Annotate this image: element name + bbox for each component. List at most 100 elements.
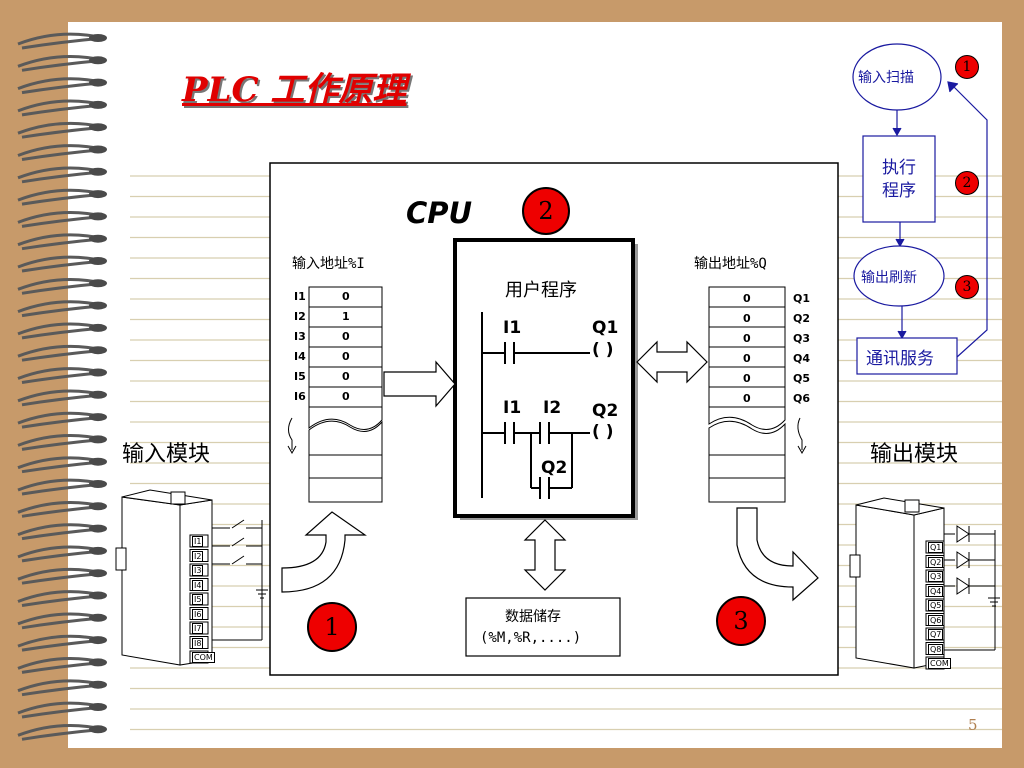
data-storage-title: 数据储存	[505, 609, 561, 625]
input-row-name: I3	[294, 330, 306, 343]
spiral-hole	[89, 390, 107, 399]
module-terminal-label: Q3	[928, 571, 944, 582]
module-terminal-label: I1	[192, 536, 204, 547]
output-row-value: 0	[743, 292, 751, 305]
spiral-hole	[89, 680, 107, 689]
output-row-name: Q2	[793, 312, 811, 325]
output-table-torn-edge	[708, 406, 786, 430]
output-row-name: Q6	[793, 392, 811, 405]
spiral-hole	[89, 257, 107, 265]
module-terminal-label: I7	[192, 623, 204, 634]
module-terminal-label: Q8	[928, 643, 944, 655]
module-terminal-label: Q6	[928, 614, 944, 626]
output-row-value: 0	[743, 392, 751, 405]
rung1-contact-label: I1	[503, 318, 522, 338]
module-terminal-label: I6	[192, 608, 204, 620]
spiral-hole	[89, 502, 107, 511]
input-row-name: I2	[294, 310, 306, 323]
input-address-label: 输入地址%I	[292, 256, 365, 272]
module-terminal-label: Q2	[928, 556, 944, 568]
output-row-value: 0	[743, 312, 751, 325]
module-terminal-label: COM	[192, 652, 215, 663]
step-circle-1: 1	[307, 602, 357, 652]
flow-comm-service-box	[856, 337, 958, 375]
flow-step-circle-1: 1	[955, 55, 979, 79]
rung1-coil-label: Q1	[592, 318, 619, 338]
spiral-hole	[89, 323, 107, 332]
output-row-name: Q5	[793, 372, 811, 385]
spiral-hole	[89, 346, 107, 355]
output-row-value: 0	[743, 352, 751, 365]
spiral-hole	[89, 725, 107, 734]
spiral-hole	[89, 703, 107, 711]
input-row-name: I1	[294, 290, 306, 303]
output-row-name: Q1	[793, 292, 811, 305]
flow-execute-box	[862, 135, 936, 223]
module-terminal-label: Q1	[928, 542, 944, 553]
flow-input-scan-label: 输入扫描	[858, 70, 914, 86]
input-row-value: 0	[342, 350, 350, 363]
module-terminal-label: I8	[192, 637, 204, 649]
spiral-hole	[89, 435, 107, 444]
flow-execute-line2: 程序	[882, 181, 916, 201]
spiral-hole	[89, 636, 107, 645]
spiral-hole	[89, 190, 107, 199]
cpu-storage-double-arrow	[523, 519, 567, 591]
spiral-hole	[89, 457, 107, 466]
module-terminal-label: I3	[192, 565, 204, 576]
rung2-coil-label: Q2	[592, 401, 619, 421]
spiral-hole	[89, 658, 107, 667]
flow-step-circle-2: 2	[955, 171, 979, 195]
slide-title: PLC 工作原理	[182, 70, 407, 110]
flow-comm-service-label: 通讯服务	[866, 349, 934, 369]
module-terminal-label: I2	[192, 550, 204, 562]
output-row-value: 0	[743, 372, 751, 385]
input-row-name: I4	[294, 350, 306, 363]
module-terminal-label: Q5	[928, 600, 944, 611]
output-module-label: 输出模块	[870, 442, 959, 467]
cpu-label: CPU	[406, 196, 473, 230]
step-circle-2: 2	[522, 187, 570, 235]
spiral-hole	[89, 524, 107, 533]
input-module-label: 输入模块	[122, 442, 211, 467]
step-circle-3: 3	[716, 596, 766, 646]
cpu-box	[453, 238, 635, 518]
rung2-contact1-label: I1	[503, 398, 522, 418]
input-curved-arrow	[281, 511, 367, 593]
input-row-value: 1	[342, 310, 350, 323]
output-row-name: Q3	[793, 332, 811, 345]
input-row-value: 0	[342, 330, 350, 343]
input-row-value: 0	[342, 390, 350, 403]
spiral-hole	[89, 234, 107, 243]
flow-execute-line1: 执行	[882, 158, 916, 178]
flow-output-refresh-label: 输出刷新	[861, 270, 917, 286]
output-row-value: 0	[743, 332, 751, 345]
input-squiggle-arrow	[288, 417, 293, 450]
spiral-hole	[89, 78, 107, 87]
ladder-diagram	[481, 312, 590, 499]
user-program-label: 用户程序	[505, 280, 577, 301]
spiral-hole	[89, 100, 107, 109]
spiral-hole	[89, 591, 107, 600]
output-address-table	[708, 286, 786, 408]
page-number: 5	[968, 716, 978, 734]
module-terminal-label: COM	[928, 658, 951, 669]
spiral-hole	[89, 301, 107, 310]
output-row-name: Q4	[793, 352, 811, 365]
flow-output-refresh-ellipse	[853, 245, 945, 307]
rung1-coil-symbol: ( )	[592, 340, 614, 360]
rung2-contact2-label: I2	[543, 398, 562, 418]
spiral-hole	[89, 368, 107, 377]
input-row-value: 0	[342, 370, 350, 383]
output-squiggle-arrow	[797, 417, 803, 450]
spiral-hole	[89, 123, 107, 132]
output-module-drawing	[849, 497, 1000, 670]
spiral-hole	[89, 413, 107, 422]
spiral-hole	[89, 546, 107, 555]
cpu-output-double-arrow	[636, 340, 708, 384]
module-terminal-label: Q4	[928, 585, 944, 597]
spiral-hole	[89, 34, 107, 42]
input-row-value: 0	[342, 290, 350, 303]
